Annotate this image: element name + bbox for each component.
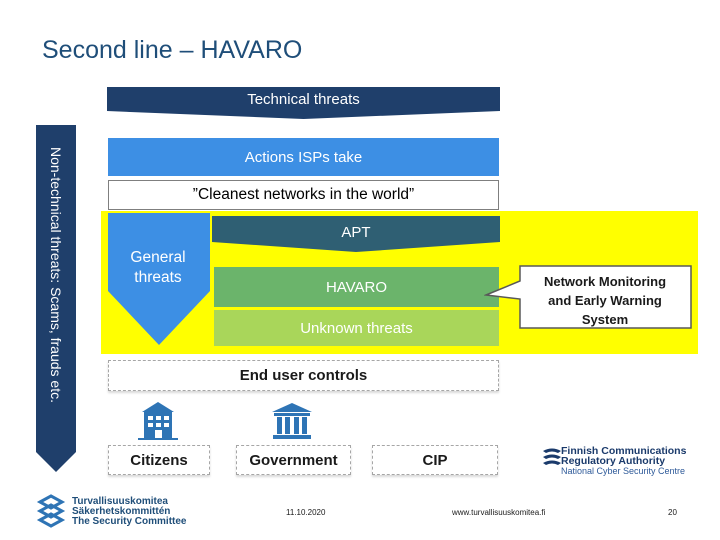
apt-label: APT bbox=[341, 224, 371, 241]
footer-date: 11.10.2020 bbox=[286, 508, 326, 517]
ficora-name-line2: Regulatory Authority bbox=[561, 455, 666, 467]
ficora-logo-icon bbox=[543, 448, 561, 465]
general-threats-label: General threats bbox=[108, 248, 208, 288]
ficora-name-line1: Finnish Communications bbox=[561, 445, 687, 457]
callout-text: Network Monitoring and Early Warning Sys… bbox=[520, 272, 690, 329]
unknown-threats-label: Unknown threats bbox=[300, 319, 413, 337]
cleanest-networks-label: ”Cleanest networks in the world” bbox=[192, 186, 415, 203]
unknown-threats-bar: Unknown threats bbox=[214, 310, 499, 346]
technical-threats-bar bbox=[107, 87, 500, 119]
isp-actions-bar: Actions ISPs take bbox=[108, 138, 499, 176]
technical-threats-label: Technical threats bbox=[247, 91, 360, 108]
ficora-subtitle: National Cyber Security Centre bbox=[561, 466, 686, 476]
non-technical-threats-label: Non-technical threats: Scams, frauds etc… bbox=[48, 147, 64, 403]
government-label: Government bbox=[249, 451, 338, 469]
apartment-building-icon bbox=[138, 402, 178, 440]
callout-line1: Network Monitoring bbox=[543, 274, 667, 289]
citizens-label: Citizens bbox=[130, 451, 188, 469]
page-title: Second line – HAVARO bbox=[42, 36, 303, 64]
general-threats-line2: threats bbox=[134, 269, 182, 286]
cleanest-networks-bar: ”Cleanest networks in the world” bbox=[108, 180, 499, 210]
end-user-controls-label: End user controls bbox=[239, 367, 368, 384]
footer-page-number: 20 bbox=[668, 508, 677, 517]
havaro-bar: HAVARO bbox=[214, 267, 499, 307]
callout-line2: and Early Warning bbox=[548, 293, 662, 308]
security-committee-name-sv: Säkerhetskommittén bbox=[72, 506, 171, 517]
callout-line3: System bbox=[581, 312, 629, 327]
havaro-label: HAVARO bbox=[325, 278, 388, 296]
security-committee-name-en: The Security Committee bbox=[72, 516, 187, 527]
security-committee-logo-icon bbox=[36, 494, 66, 528]
government-box: Government bbox=[236, 445, 351, 475]
footer-url: www.turvallisuuskomitea.fi bbox=[452, 508, 546, 517]
apt-bar bbox=[212, 216, 500, 252]
cip-label: CIP bbox=[422, 451, 448, 469]
citizens-box: Citizens bbox=[108, 445, 210, 475]
isp-actions-label: Actions ISPs take bbox=[244, 148, 363, 166]
security-committee-name-fi: Turvallisuuskomitea bbox=[72, 496, 168, 507]
end-user-controls-bar: End user controls bbox=[108, 360, 499, 391]
government-building-icon bbox=[272, 403, 312, 439]
general-threats-line1: General bbox=[130, 249, 186, 266]
general-threats-arrow bbox=[108, 213, 210, 345]
havaro-callout bbox=[484, 265, 692, 329]
cip-box: CIP bbox=[372, 445, 498, 475]
non-technical-threats-arrow bbox=[36, 125, 76, 472]
